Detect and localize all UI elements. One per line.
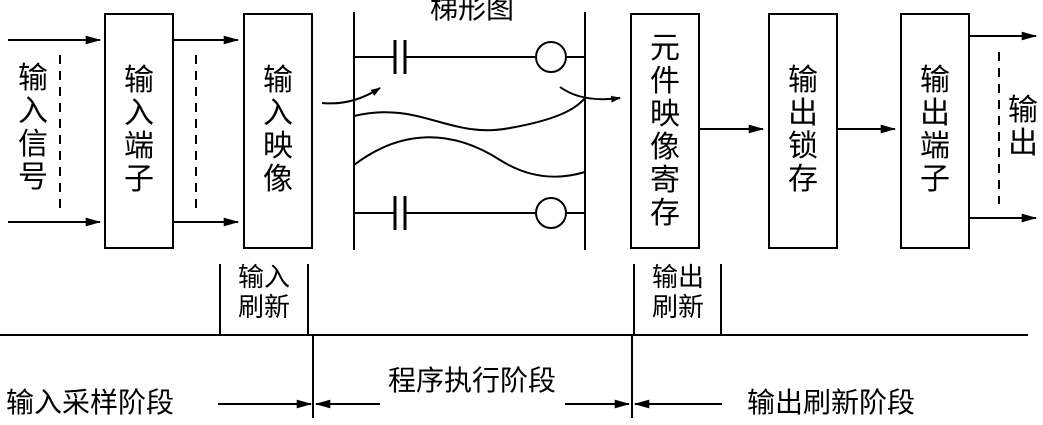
element-image-register-box xyxy=(630,13,700,249)
element-image-register-label: 元件映像寄存 xyxy=(650,31,680,231)
rung2-coil xyxy=(535,197,567,229)
output-refresh-label: 输出 刷新 xyxy=(651,263,704,323)
input-sampling-phase-label: 输入采样阶段 xyxy=(6,386,175,419)
program-execution-phase-label: 程序执行阶段 xyxy=(388,364,557,397)
image-to-ladder-arrow xyxy=(321,87,381,105)
ladder-break-bottom xyxy=(353,136,586,178)
input-terminal-label: 输入端子 xyxy=(124,63,154,197)
input-signal-label: 输入信号 xyxy=(18,61,48,195)
output-latch-box xyxy=(768,13,838,249)
ladder-break-top xyxy=(353,97,586,132)
input-refresh-label: 输入 刷新 xyxy=(237,263,290,323)
output-refresh-phase-label: 输出刷新阶段 xyxy=(747,386,916,419)
input-terminal-box xyxy=(104,13,174,249)
rung1-coil xyxy=(535,41,567,73)
output-terminal-label: 输出端子 xyxy=(920,63,950,197)
ladder-to-register-arrow xyxy=(559,86,621,103)
ladder-title: 梯形图 xyxy=(430,0,515,25)
input-image-box xyxy=(243,13,313,249)
output-terminal-box xyxy=(900,13,970,249)
input-image-label: 输入映像 xyxy=(263,63,293,197)
output-label: 输出 xyxy=(1008,93,1038,161)
output-latch-label: 输出锁存 xyxy=(788,63,818,197)
